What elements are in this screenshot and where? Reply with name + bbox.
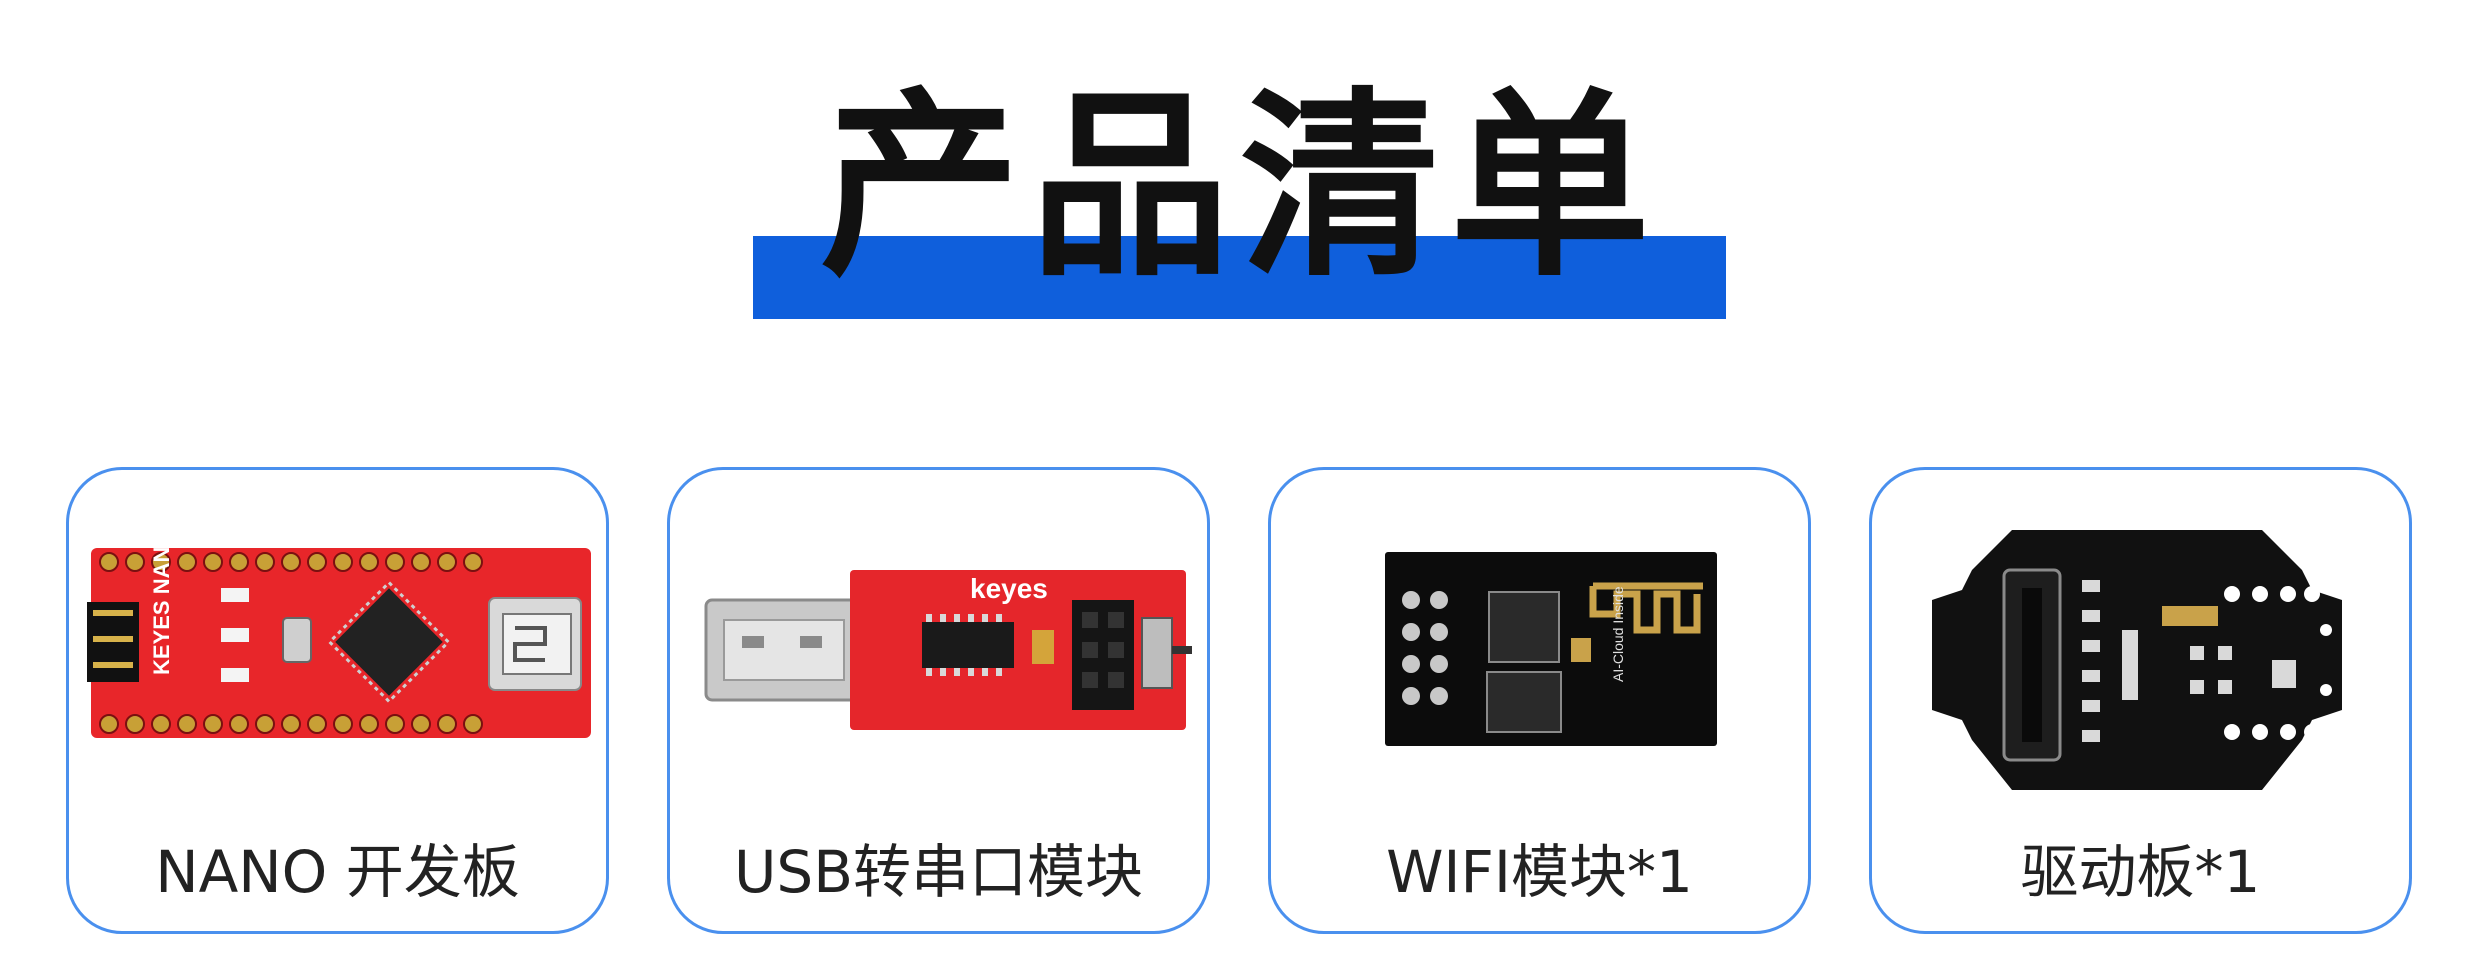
nano-top-pins xyxy=(99,552,483,572)
nano-bottom-pins xyxy=(99,714,483,734)
usb-switch xyxy=(1141,617,1173,689)
product-label: USB转串口模块 xyxy=(733,838,1144,906)
wifi-module-image: AI-Cloud Inside xyxy=(1385,552,1717,746)
product-card-nano: KEYES NANO NANO 开发板 xyxy=(66,467,609,934)
wifi-main-chip xyxy=(1488,591,1560,663)
product-label: NANO 开发板 xyxy=(155,838,520,906)
wifi-brand-text: AI-Cloud Inside xyxy=(1610,586,1626,682)
title-accent-bar xyxy=(753,236,1726,319)
wifi-antenna xyxy=(1589,582,1703,634)
page-title: 产品清单 xyxy=(819,71,1660,304)
nano-mcu-chip xyxy=(327,580,451,704)
usb-brand-text: keyes xyxy=(970,573,1048,604)
driver-sensor-dots xyxy=(2224,586,2332,740)
nano-board-image: KEYES NANO xyxy=(87,530,591,738)
usb-serial-chip xyxy=(922,622,1014,668)
driver-board-image xyxy=(1932,530,2342,790)
driver-components xyxy=(2082,580,2232,742)
product-card-driver: 驱动板*1 xyxy=(1869,467,2412,934)
nano-reset-button xyxy=(282,617,312,663)
nano-brand-text: KEYES NANO xyxy=(149,530,174,675)
product-label: WIFI模块*1 xyxy=(1386,838,1693,906)
usb-serial-module-image: keyes xyxy=(704,570,1192,730)
wifi-flash-chip xyxy=(1486,671,1562,733)
usb-header-socket xyxy=(1072,600,1134,710)
usb-plug xyxy=(704,598,878,702)
usb-capacitor xyxy=(1032,630,1054,664)
product-card-usb-serial: keyes USB转串口模块 xyxy=(667,467,1210,934)
wifi-pins xyxy=(1402,591,1448,705)
product-card-wifi: AI-Cloud Inside WIFI模块*1 xyxy=(1268,467,1811,934)
product-label: 驱动板*1 xyxy=(2020,838,2261,906)
nano-usb-connector xyxy=(488,597,582,691)
nano-icsp-header xyxy=(87,602,139,682)
page-header: 产品清单 xyxy=(0,0,2480,360)
